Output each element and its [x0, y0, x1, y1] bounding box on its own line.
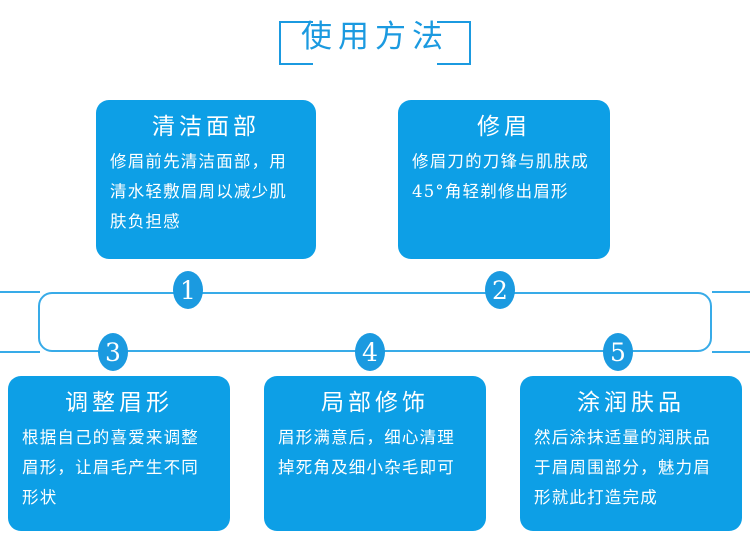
- step-badge-3: 3: [98, 333, 128, 371]
- step-card-1-title: 清洁面部: [152, 114, 260, 140]
- step-card-5-title: 涂润肤品: [577, 390, 685, 416]
- step-badge-1: 1: [173, 271, 203, 309]
- step-card-4-title: 局部修饰: [321, 390, 429, 416]
- page-title-area: 使用方法: [0, 8, 750, 68]
- bracket-bottom-right-icon: [437, 31, 471, 65]
- page-title: 使用方法: [301, 19, 449, 55]
- step-card-3-body: 根据自己的喜爱来调整眉形，让眉毛产生不同形状: [22, 428, 199, 507]
- connector-line-top-right: [712, 291, 750, 293]
- step-card-4: 局部修饰 眉形满意后，细心清理掉死角及细小杂毛即可: [264, 376, 486, 531]
- title-bracket-frame: 使用方法: [279, 13, 471, 65]
- step-badge-5: 5: [603, 333, 633, 371]
- step-badge-2: 2: [485, 271, 515, 309]
- connector-line-bottom-right: [712, 351, 750, 353]
- step-card-4-body: 眉形满意后，细心清理掉死角及细小杂毛即可: [278, 428, 455, 477]
- connector-line-bottom-left: [0, 351, 40, 353]
- step-card-2-title: 修眉: [477, 114, 531, 140]
- step-card-5: 涂润肤品 然后涂抹适量的润肤品于眉周围部分，魅力眉形就此打造完成: [520, 376, 742, 531]
- step-card-2-body: 修眉刀的刀锋与肌肤成45°角轻剃修出眉形: [412, 152, 589, 201]
- step-card-2: 修眉 修眉刀的刀锋与肌肤成45°角轻剃修出眉形: [398, 100, 610, 259]
- step-badge-4: 4: [355, 333, 385, 371]
- step-card-3-title: 调整眉形: [65, 390, 173, 416]
- step-card-1: 清洁面部 修眉前先清洁面部，用清水轻敷眉周以减少肌肤负担感: [96, 100, 316, 259]
- step-card-3: 调整眉形 根据自己的喜爱来调整眉形，让眉毛产生不同形状: [8, 376, 230, 531]
- step-card-5-body: 然后涂抹适量的润肤品于眉周围部分，魅力眉形就此打造完成: [534, 428, 711, 507]
- bracket-bottom-left-icon: [279, 31, 313, 65]
- connector-line-top-left: [0, 291, 40, 293]
- step-card-1-body: 修眉前先清洁面部，用清水轻敷眉周以减少肌肤负担感: [110, 152, 287, 231]
